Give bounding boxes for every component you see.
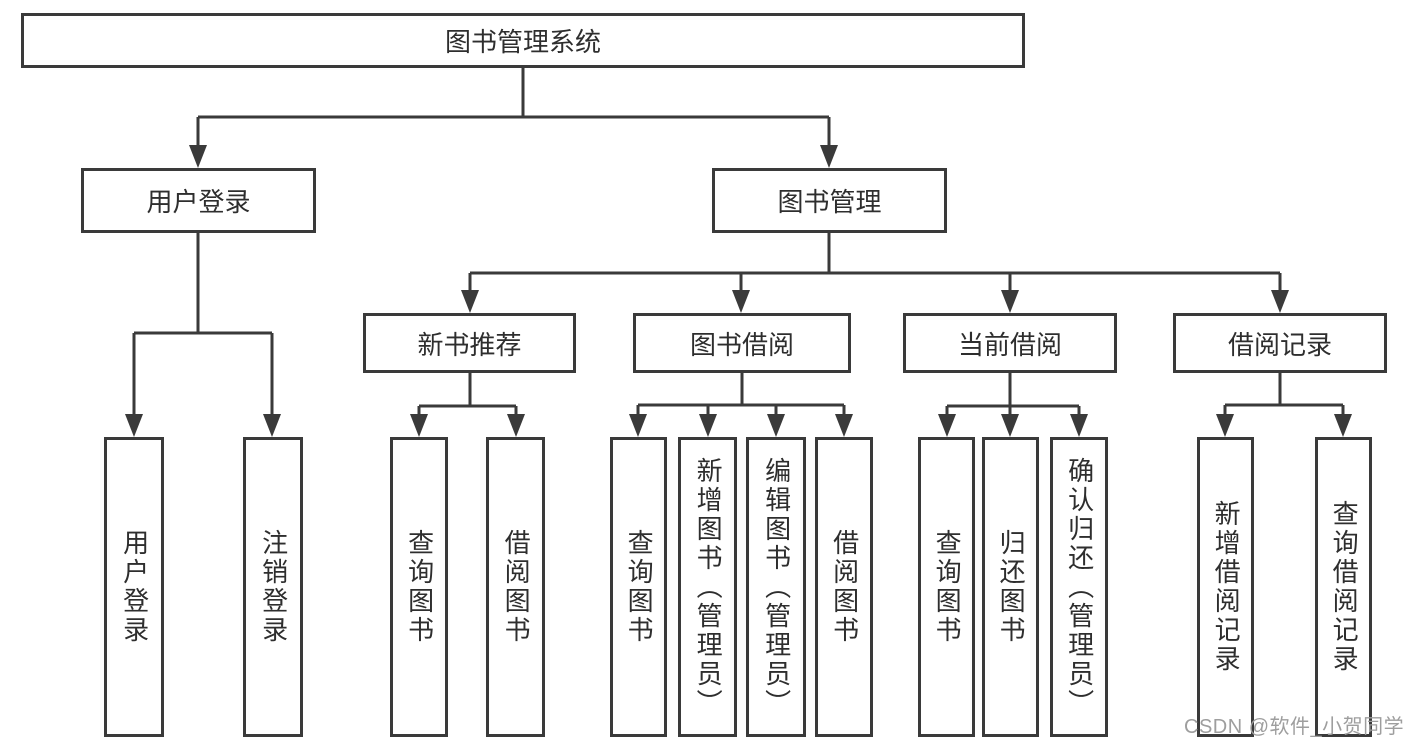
leaf-label: 借阅图书 [829, 529, 860, 645]
leaf-label: 查询借阅记录 [1329, 500, 1360, 674]
node-book-borrow: 图书借阅 [633, 313, 851, 373]
watermark: CSDN @软件_小贺同学 [1184, 716, 1405, 738]
arrowheads [125, 145, 1352, 437]
node-current-borrow: 当前借阅 [903, 313, 1117, 373]
arrow-down-icon [629, 414, 647, 437]
leaf-query-books-current: 查询图书 [918, 437, 975, 737]
leaf-label: 编辑图书（管理员） [761, 456, 792, 718]
leaf-label: 查询图书 [404, 529, 435, 645]
arrow-down-icon [767, 414, 785, 437]
leaf-label: 查询图书 [624, 529, 655, 645]
leaf-label: 借阅图书 [501, 529, 532, 645]
leaf-borrow-books-recommend: 借阅图书 [486, 437, 545, 737]
arrow-down-icon [1334, 414, 1352, 437]
arrow-down-icon [820, 145, 838, 168]
leaf-edit-books-admin: 编辑图书（管理员） [746, 437, 806, 737]
arrow-down-icon [699, 414, 717, 437]
leaf-add-books-admin: 新增图书（管理员） [678, 437, 737, 737]
leaf-label: 查询图书 [932, 529, 963, 645]
leaf-user-login: 用户登录 [104, 437, 164, 737]
leaf-label: 注销登录 [258, 529, 289, 645]
leaf-logout: 注销登录 [243, 437, 303, 737]
arrow-down-icon [189, 145, 207, 168]
leaf-borrow-books: 借阅图书 [815, 437, 873, 737]
arrow-down-icon [125, 414, 143, 437]
arrow-down-icon [1216, 414, 1234, 437]
connector-segments [132, 68, 1345, 419]
arrow-down-icon [1271, 290, 1289, 313]
leaf-label: 用户登录 [119, 529, 150, 645]
arrow-down-icon [1001, 290, 1019, 313]
leaf-add-borrow-record: 新增借阅记录 [1197, 437, 1254, 737]
arrow-down-icon [835, 414, 853, 437]
node-book-management: 图书管理 [712, 168, 947, 233]
leaf-label: 确认归还（管理员） [1064, 456, 1095, 718]
arrow-down-icon [410, 414, 428, 437]
leaf-label: 新增借阅记录 [1211, 500, 1242, 674]
arrow-down-icon [263, 414, 281, 437]
leaf-query-books-recommend: 查询图书 [390, 437, 448, 737]
leaf-confirm-return-admin: 确认归还（管理员） [1050, 437, 1108, 737]
node-borrow-records: 借阅记录 [1173, 313, 1387, 373]
leaf-label: 归还图书 [996, 529, 1027, 645]
arrow-down-icon [938, 414, 956, 437]
arrow-down-icon [1070, 414, 1088, 437]
arrow-down-icon [1001, 414, 1019, 437]
leaf-query-borrow-record: 查询借阅记录 [1315, 437, 1372, 737]
arrow-down-icon [507, 414, 525, 437]
arrow-down-icon [732, 290, 750, 313]
node-user-login: 用户登录 [81, 168, 316, 233]
leaf-label: 新增图书（管理员） [693, 456, 724, 718]
leaf-return-books: 归还图书 [982, 437, 1039, 737]
arrow-down-icon [461, 290, 479, 313]
node-library-management-system: 图书管理系统 [21, 13, 1025, 68]
leaf-query-books-borrow: 查询图书 [610, 437, 667, 737]
node-new-book-recommend: 新书推荐 [363, 313, 576, 373]
